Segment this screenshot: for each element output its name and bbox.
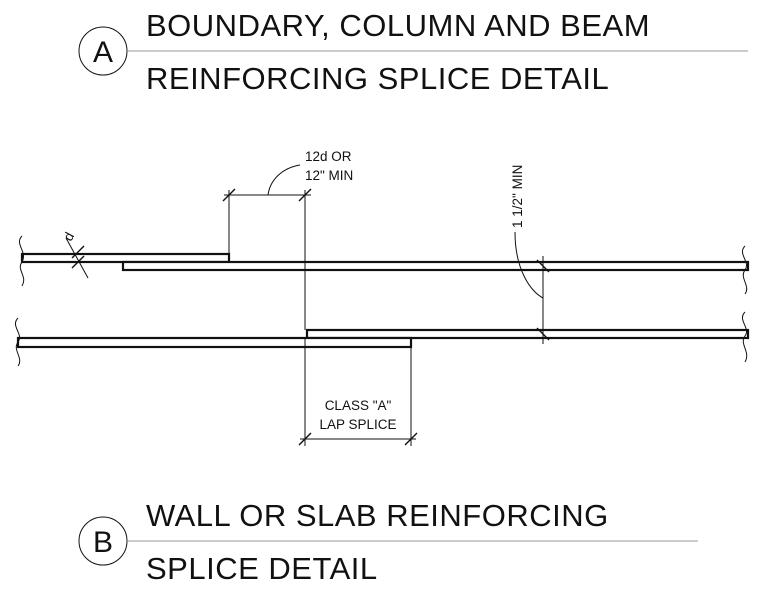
lower-right-break-symbol [741,311,748,363]
lap-splice-tick-left [298,432,312,446]
bar-diameter-tick-top [71,245,85,259]
bar-diameter-label: d [60,230,77,244]
end-offset-label-line-1: 12d OR [305,149,352,164]
detail-b-title-block: B WALL OR SLAB REINFORCING SPLICE DETAIL [78,498,698,586]
lower-bar-pair [14,311,750,367]
lower-right-bar [305,328,750,340]
bar-diameter-extension [65,237,89,279]
lap-splice-dimension: CLASS "A" LAP SPLICE [298,338,418,446]
upper-bar-pair [18,235,750,295]
end-offset-tick-right [298,188,312,202]
cover-dimension: 1 1/2" MIN [510,165,550,344]
upper-left-bar [20,252,231,264]
lap-splice-label-line-2: LAP SPLICE [319,417,396,432]
upper-right-break-symbol [741,245,748,295]
cover-tick-top [536,259,550,273]
end-offset-leader [267,164,301,196]
detail-a-title-block: A BOUNDARY, COLUMN AND BEAM REINFORCING … [78,8,748,96]
lap-splice-label-line-1: CLASS "A" [325,398,392,413]
detail-b-title-line-1: WALL OR SLAB REINFORCING [146,498,609,533]
detail-a-tag: A [93,36,113,69]
detail-b-tag: B [93,526,113,559]
detail-a-title-line-1: BOUNDARY, COLUMN AND BEAM [146,8,650,43]
bar-diameter-tick-bottom [71,255,85,269]
lap-splice-tick-right [404,432,418,446]
end-offset-label-line-2: 12" MIN [305,168,353,183]
detail-b-title-line-2: SPLICE DETAIL [146,551,378,586]
cover-leader [514,231,544,299]
cover-label: 1 1/2" MIN [510,165,525,228]
end-offset-tick-left [222,188,236,202]
upper-right-bar [121,260,750,272]
upper-left-break-symbol [18,235,25,287]
end-offset-dimension: 12d OR 12" MIN [222,149,353,330]
detail-a-title-line-2: REINFORCING SPLICE DETAIL [146,61,609,96]
cover-tick-bottom [536,327,550,341]
lower-left-break-symbol [14,317,21,367]
lower-left-bar [16,336,413,349]
